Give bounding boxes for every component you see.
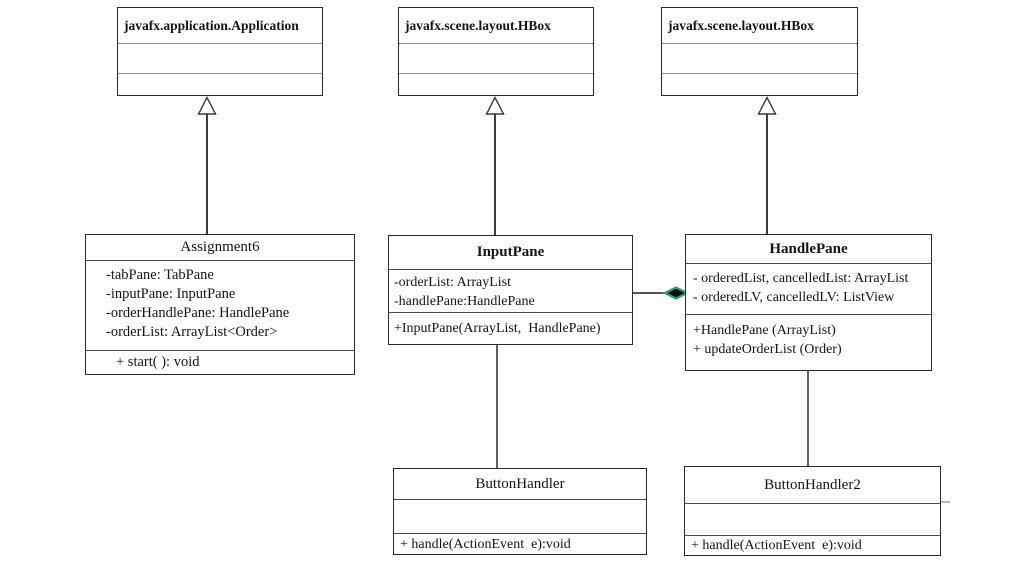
attributes-compartment xyxy=(662,43,857,73)
method-line: + updateOrderList (Order) xyxy=(693,342,842,357)
attribute-line: - orderedList, cancelledList: ArrayList xyxy=(693,271,909,286)
methods-compartment: + handle(ActionEvent e):void xyxy=(685,535,940,555)
inheritance-connector-assignment6-to-application xyxy=(197,95,217,234)
methods-compartment: +HandlePane (ArrayList) + updateOrderLis… xyxy=(686,314,931,370)
attributes-compartment: -tabPane: TabPane -inputPane: InputPane … xyxy=(86,260,354,350)
attribute-line: - orderedLV, cancelledLV: ListView xyxy=(693,290,895,305)
methods-compartment: + handle(ActionEvent e):void xyxy=(394,533,646,554)
class-box-inputpane: InputPane -orderList: ArrayList -handleP… xyxy=(388,235,633,345)
methods-compartment xyxy=(118,73,322,95)
class-name: InputPane xyxy=(476,244,545,260)
attribute-line: -handlePane:HandlePane xyxy=(394,294,535,309)
class-box-buttonhandler: ButtonHandler + handle(ActionEvent e):vo… xyxy=(393,468,647,555)
class-box-assignment6: Assignment6 -tabPane: TabPane -inputPane… xyxy=(85,234,355,375)
method-line: + handle(ActionEvent e):void xyxy=(691,538,862,553)
attributes-compartment: - orderedList, cancelledList: ArrayList … xyxy=(686,263,931,314)
composition-connector-inputpane-to-handlepane xyxy=(633,286,690,300)
attributes-compartment xyxy=(118,43,322,73)
class-box-hbox-left: javafx.scene.layout.HBox xyxy=(398,7,594,96)
methods-compartment: + start( ): void xyxy=(86,350,354,374)
method-line: +InputPane(ArrayList, HandlePane) xyxy=(394,321,601,336)
method-line: +HandlePane (ArrayList) xyxy=(693,323,836,338)
method-line: + handle(ActionEvent e):void xyxy=(400,536,571,552)
methods-compartment xyxy=(399,73,593,95)
class-name: ButtonHandler2 xyxy=(764,476,861,493)
inheritance-connector-handlepane-to-hbox xyxy=(757,95,777,234)
inheritance-triangle-icon xyxy=(757,95,777,115)
method-line: + start( ): void xyxy=(116,354,200,370)
class-name: javafx.scene.layout.HBox xyxy=(405,17,551,33)
class-box-hbox-right: javafx.scene.layout.HBox xyxy=(661,7,858,96)
attribute-line: -orderList: ArrayList xyxy=(394,275,512,290)
class-name: javafx.scene.layout.HBox xyxy=(668,17,814,33)
class-box-buttonhandler2: ButtonHandler2 + handle(ActionEvent e):v… xyxy=(684,466,941,556)
class-name: ButtonHandler xyxy=(475,475,565,492)
methods-compartment: +InputPane(ArrayList, HandlePane) xyxy=(389,312,632,344)
attribute-line: -orderHandlePane: HandlePane xyxy=(106,305,290,321)
class-name: javafx.application.Application xyxy=(124,17,299,33)
inheritance-connector-inputpane-to-hbox xyxy=(485,95,505,235)
inheritance-triangle-icon xyxy=(485,95,505,115)
class-box-handlepane: HandlePane - orderedList, cancelledList:… xyxy=(685,234,932,371)
attribute-line: -inputPane: InputPane xyxy=(106,286,236,302)
attributes-compartment xyxy=(685,503,940,535)
attributes-compartment xyxy=(394,499,646,533)
methods-compartment xyxy=(662,73,857,95)
class-box-application: javafx.application.Application xyxy=(117,7,323,96)
composition-diamond-icon xyxy=(662,286,690,300)
class-name: HandlePane xyxy=(769,240,848,257)
inheritance-triangle-icon xyxy=(197,95,217,115)
attribute-line: -orderList: ArrayList<Order> xyxy=(106,324,278,340)
attributes-compartment xyxy=(399,43,593,73)
attributes-compartment: -orderList: ArrayList -handlePane:Handle… xyxy=(389,269,632,312)
attribute-line: -tabPane: TabPane xyxy=(106,267,214,283)
class-name: Assignment6 xyxy=(180,239,260,255)
